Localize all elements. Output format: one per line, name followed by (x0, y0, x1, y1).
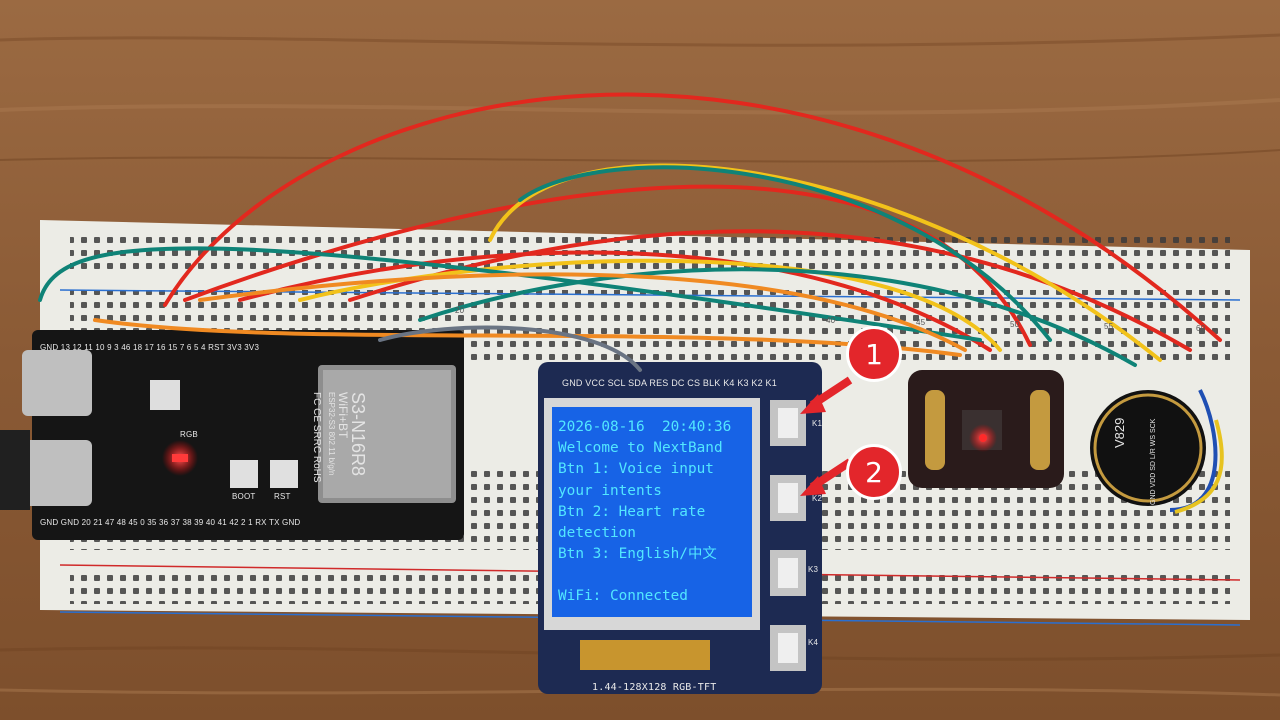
tft-model-label: 1.44-128X128 RGB-TFT (592, 682, 717, 693)
esp32-pins-top: GND 13 12 11 10 9 3 46 18 17 16 15 7 6 5… (40, 343, 260, 352)
screen-wifi: WiFi: Connected (558, 588, 688, 605)
breadboard-col-40: 40 (826, 316, 836, 325)
tft-display: 2026-08-16 20:40:36 Welcome to NextBand … (552, 407, 752, 617)
mic-chip-label: V829 (1112, 417, 1127, 448)
annotation-badge-2: 2 (846, 444, 902, 500)
breadboard-col-20: 20 (455, 306, 465, 315)
esp32-board (0, 330, 464, 540)
mic-module (1090, 389, 1224, 514)
tft-key-k4: K4 (808, 638, 819, 647)
heart-rate-module (908, 370, 1064, 488)
annotation-badge-1: 1 (846, 326, 902, 382)
tft-key-k1: K1 (812, 419, 823, 428)
esp32-module-spec: ESP32-S3 802.11 b/g/n (327, 392, 336, 476)
esp32-label-rst: RST (274, 492, 291, 501)
annotation-arrows (800, 376, 853, 496)
screen-btn2-line1: Btn 2: Heart rate (558, 503, 706, 520)
tft-key-k3: K3 (808, 565, 819, 574)
breadboard-col-50: 50 (1010, 320, 1020, 329)
tft-pin-header: GND VCC SCL SDA RES DC CS BLK K4 K3 K2 K… (562, 378, 777, 388)
screen-btn3: Btn 3: English/中文 (558, 546, 717, 563)
screen-welcome: Welcome to NextBand (558, 440, 723, 457)
mic-pins: GND VDD SD L/R WS SCK (1150, 418, 1157, 505)
screen-btn2-line2: detection (558, 525, 636, 542)
breadboard-col-55: 55 (1104, 322, 1114, 331)
esp32-pins-bottom: GND GND 20 21 47 48 45 0 35 36 37 38 39 … (40, 518, 301, 527)
screen-datetime: 2026-08-16 20:40:36 (558, 419, 732, 435)
tft-key-k2: K2 (812, 494, 823, 503)
screen-btn1-line2: your intents (558, 482, 662, 499)
breadboard-col-45: 45 (916, 318, 926, 327)
esp32-label-rgb: RGB (180, 430, 198, 439)
jumper-wires (38, 92, 1222, 372)
esp32-label-boot: BOOT (232, 492, 256, 501)
screen-spacer (558, 565, 746, 586)
esp32-module-wifi: WiFi+BT (336, 392, 350, 439)
esp32-module-brand: S3-N16R8 (348, 392, 368, 477)
esp32-module-cert: FC CE SRRC RoHS (311, 392, 322, 483)
breadboard-col-60: 60 (1196, 324, 1206, 333)
screen-btn1-line1: Btn 1: Voice input (558, 461, 714, 478)
